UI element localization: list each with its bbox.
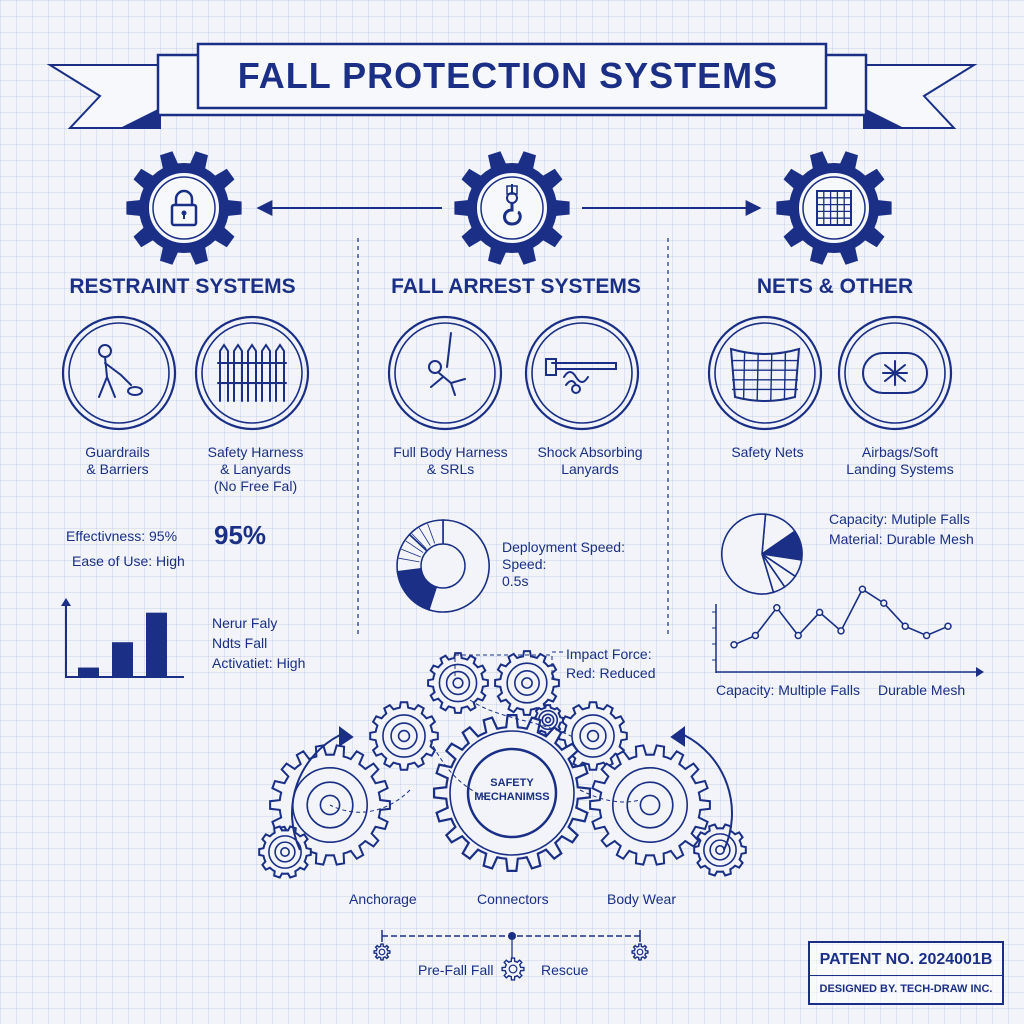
rotation-arrows (291, 726, 733, 851)
gear-tiny-left (258, 825, 312, 879)
component-body-wear: Body Wear (607, 891, 676, 907)
hatch-1 (401, 548, 421, 558)
capacity-text: Capacity: Mutiple Falls (829, 511, 970, 527)
section-title-restraint: RESTRAINT SYSTEMS (69, 275, 296, 298)
capacity-pie-chart (721, 513, 803, 595)
effectiveness-text: Effectivness: 95% (66, 528, 178, 544)
gear-safety-mechanisms (433, 714, 591, 872)
line-point-10 (944, 622, 952, 630)
bar-label-2: Ndts Fall (212, 635, 268, 651)
timeline-gear-center-icon (501, 957, 525, 981)
timeline-gear-right-icon (631, 943, 649, 961)
line-point-6 (858, 585, 867, 593)
line-chart-axes (712, 604, 984, 677)
hatch-0 (398, 557, 420, 563)
line-point-3 (794, 631, 802, 640)
gear-mid-left (369, 701, 439, 771)
bar-2 (112, 642, 133, 676)
hatch-2 (405, 540, 424, 553)
gear-small-top-right (494, 650, 560, 716)
bar-1 (78, 667, 99, 676)
top-gear-lock (126, 151, 242, 265)
deployment-speed-text: Deployment Speed: Speed: 0.5s (502, 539, 625, 589)
item-label-full-body-harness: Full Body Harness & SRLs (393, 444, 508, 477)
item-label-harness-lanyards: Safety Harness & Lanyards (No Free Fal) (207, 444, 304, 494)
line-series (733, 588, 949, 646)
deployment-pie-chart (396, 519, 490, 613)
bar-chart-axes (61, 598, 184, 678)
fence-icon (194, 315, 310, 431)
line-point-9 (922, 631, 931, 640)
lock-icon (150, 174, 218, 242)
timeline-label-right: Rescue (541, 962, 589, 978)
bar-label-3: Activatiet: High (212, 655, 306, 671)
section-title-fall-arrest: FALL ARREST SYSTEMS (391, 275, 641, 298)
item-label-airbags: Airbags/Soft Landing Systems (846, 444, 954, 477)
gear-small-top-left (427, 652, 489, 714)
impact-force-text: Impact Force: Red: Reduced (566, 646, 656, 681)
ease-of-use-text: Ease of Use: High (72, 553, 185, 569)
bar-3 (146, 612, 167, 676)
timeline-label-left: Pre-Fall Fall (418, 962, 494, 978)
line-chart (730, 585, 952, 649)
material-text: Material: Durable Mesh (829, 531, 974, 547)
gear-mechanism (258, 650, 747, 879)
lanyard-icon (524, 315, 640, 431)
hatch-3 (411, 533, 427, 550)
patent-designer: DESIGNED BY. TECH-DRAW INC. (819, 983, 993, 995)
effectiveness-big-value: 95% (214, 520, 267, 550)
worker-icon (61, 315, 177, 431)
top-gear-hook (454, 151, 570, 265)
net-icon (707, 315, 823, 431)
line-point-2 (773, 604, 781, 612)
component-connectors: Connectors (477, 891, 549, 907)
falling-worker-icon (387, 315, 503, 431)
patent-box: PATENT NO. 2024001B DESIGNED BY. TECH-DR… (808, 941, 1004, 1005)
line-point-8 (901, 622, 909, 630)
gear-tiny-right (693, 823, 747, 877)
title-banner (46, 42, 978, 129)
item-label-safety-nets: Safety Nets (731, 444, 804, 460)
pie-slice-5 (721, 513, 775, 595)
line-point-4 (815, 608, 824, 617)
grid-icon (800, 174, 868, 242)
donut-hole (420, 543, 466, 589)
hatch-5 (427, 523, 436, 544)
line-point-1 (751, 631, 760, 640)
line-point-0 (730, 641, 738, 649)
patent-number: PATENT NO. 2024001B (810, 945, 1002, 976)
hook-icon (478, 174, 546, 242)
hatch-4 (418, 527, 431, 546)
timeline-line (381, 930, 641, 958)
line-point-7 (880, 599, 888, 607)
line-chart-label-left: Capacity: Multiple Falls (716, 682, 860, 698)
top-gear-grid (776, 151, 892, 265)
bar-label-1: Nerur Faly (212, 615, 278, 631)
component-anchorage: Anchorage (349, 891, 417, 907)
line-chart-label-right: Durable Mesh (878, 682, 966, 698)
gear-large-right (589, 744, 711, 866)
mechanism-links (329, 651, 641, 813)
line-point-5 (837, 627, 845, 635)
timeline-gear-left-icon (373, 943, 391, 961)
airbag-icon (837, 315, 953, 431)
safety-mechanisms-label: SAFETY MECHANIMSS (474, 777, 550, 803)
item-label-guardrails: Guardrails & Barriers (85, 444, 150, 477)
section-title-nets: NETS & OTHER (756, 275, 914, 298)
bar-chart (78, 612, 167, 676)
page-title: FALL PROTECTION SYSTEMS (237, 55, 779, 96)
item-label-shock-absorbing: Shock Absorbing Lanyards (537, 444, 643, 477)
